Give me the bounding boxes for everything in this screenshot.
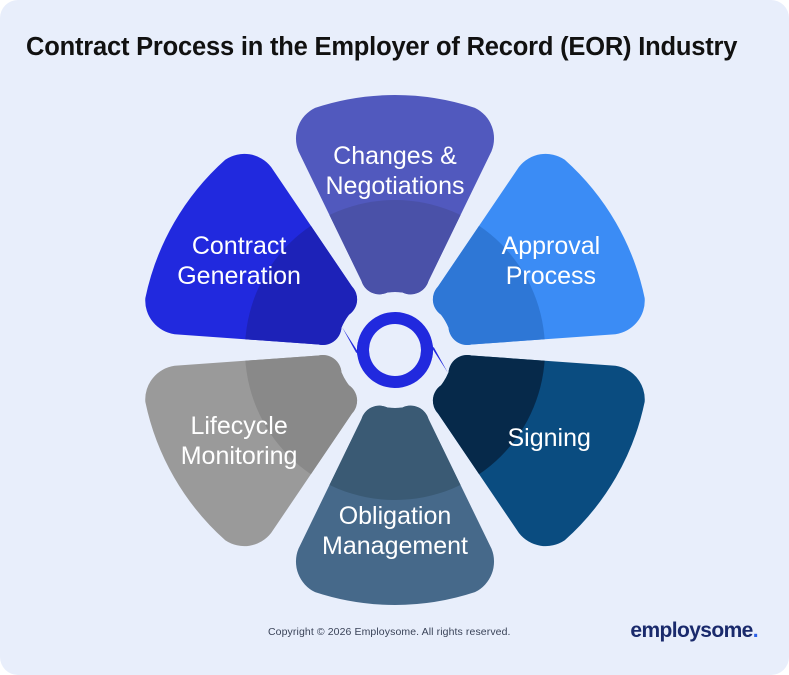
segment-label-changes-negotiations: Changes &Negotiations: [325, 142, 464, 200]
brand-name: employsome: [630, 619, 753, 642]
segment-label-signing: Signing: [507, 424, 590, 452]
refresh-cycle-icon: [341, 311, 448, 389]
brand-dot: .: [752, 619, 759, 642]
wheel-segment-inner-lifecycle-monitoring: [244, 354, 357, 500]
wheel-segment-inner-approval-process: [432, 200, 545, 346]
brand-logo: employsome.: [630, 619, 758, 643]
wheel-segments: [144, 94, 645, 606]
page-title: Contract Process in the Employer of Reco…: [26, 33, 738, 61]
footer-copyright: Copyright © 2026 Employsome. All rights …: [268, 626, 511, 638]
wheel-segment-inner-contract-generation: [244, 200, 357, 346]
wheel-segment-inner-signing: [432, 354, 545, 500]
